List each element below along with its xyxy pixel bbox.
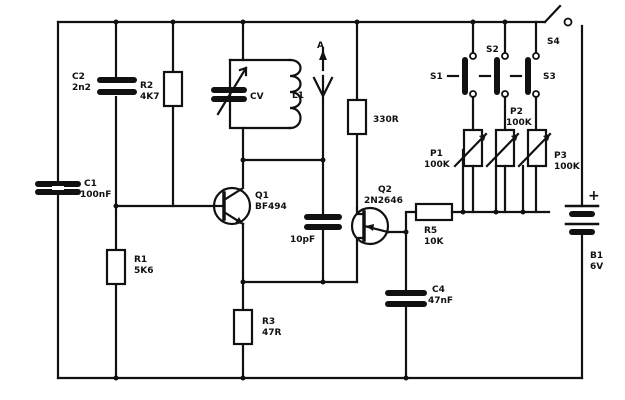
q1-ref: Q1	[255, 191, 269, 201]
p1-ref: P1	[430, 149, 443, 159]
switch-s2	[478, 57, 500, 95]
antenna-ref: A	[317, 41, 324, 51]
switch-s4	[543, 4, 573, 27]
transistor-q1	[212, 186, 252, 226]
battery-plus-sign: +	[588, 188, 600, 204]
r3-ref: R3	[262, 317, 275, 327]
r3-value: 47R	[262, 328, 282, 338]
p1-value: 100K	[424, 160, 451, 170]
l1-ref: L1	[292, 91, 304, 101]
resistor-r5	[414, 202, 454, 222]
inductor-l1	[288, 58, 302, 130]
antenna	[312, 46, 334, 284]
potentiometer-p1	[453, 128, 488, 168]
r2-ref: R2	[140, 81, 153, 91]
resistor-r1	[105, 248, 127, 286]
q2-ref: Q2	[378, 185, 392, 195]
p2-value: 100K	[506, 118, 533, 128]
potentiometer-p3	[517, 128, 552, 168]
potentiometer-p2	[485, 128, 520, 168]
p2-ref: P2	[510, 107, 523, 117]
capacitor-c1	[35, 181, 81, 195]
r330-value: 330R	[373, 115, 399, 125]
capacitor-10pf	[304, 214, 342, 230]
p3-ref: P3	[554, 151, 567, 161]
r2-value: 4K7	[140, 92, 160, 102]
capacitor-c2	[97, 77, 137, 96]
c2-value: 2n2	[72, 83, 91, 93]
resistor-r3	[232, 308, 254, 346]
switch-s3	[509, 57, 531, 95]
switch-s1	[446, 57, 468, 95]
c4-value: 47nF	[428, 296, 453, 306]
b1-ref: B1	[590, 251, 603, 261]
s1-ref: S1	[430, 72, 443, 82]
c10p-value: 10pF	[290, 235, 315, 245]
capacitor-c4	[385, 290, 427, 307]
ujt-q2	[350, 206, 390, 284]
q1-value: BF494	[255, 202, 287, 212]
resistor-r2	[162, 70, 184, 108]
cv-ref: CV	[250, 92, 264, 102]
s2-ref: S2	[486, 45, 499, 55]
p3-value: 100K	[554, 162, 581, 172]
r1-value: 5K6	[134, 266, 154, 276]
b1-value: 6V	[590, 262, 603, 272]
c4-ref: C4	[432, 285, 445, 295]
r1-ref: R1	[134, 255, 147, 265]
c2-ref: C2	[72, 72, 85, 82]
s4-ref: S4	[547, 37, 560, 47]
q2-value: 2N2646	[364, 196, 403, 206]
r5-ref: R5	[424, 226, 437, 236]
c1-ref: C1	[84, 179, 97, 189]
resistor-330r	[346, 98, 368, 136]
r5-value: 10K	[424, 237, 445, 247]
variable-capacitor-cv	[211, 66, 248, 116]
c1-value: 100nF	[80, 190, 111, 200]
s3-ref: S3	[543, 72, 556, 82]
battery-b1	[564, 204, 600, 235]
